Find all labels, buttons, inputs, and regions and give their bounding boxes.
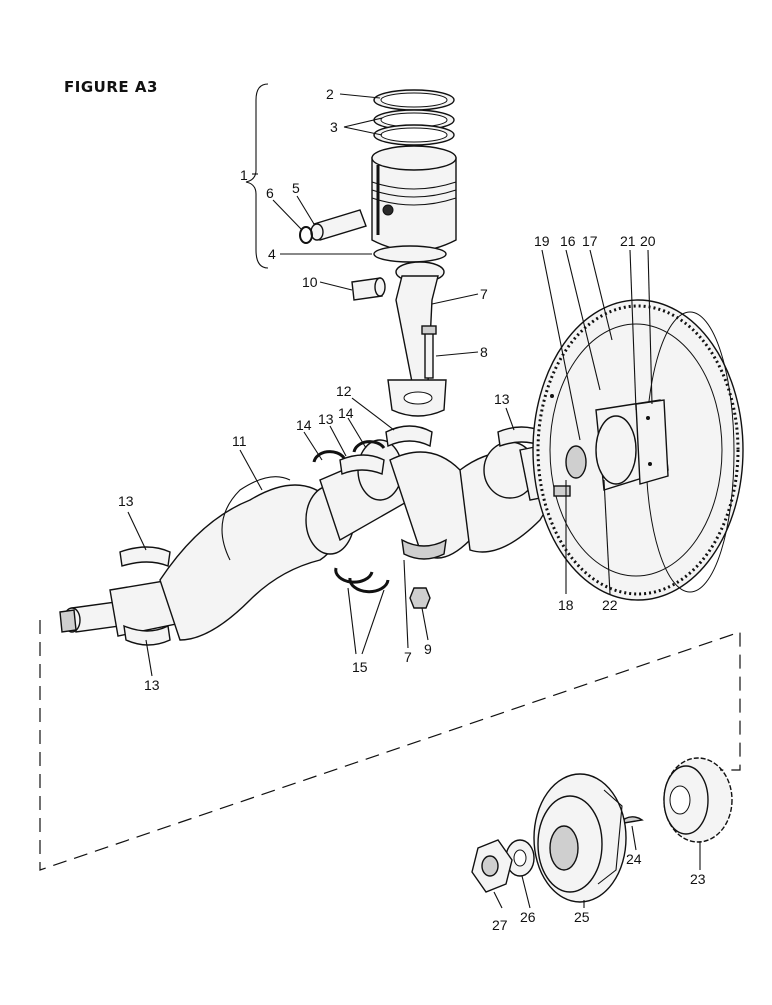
piston — [371, 145, 457, 252]
piston-ring-mid — [373, 109, 455, 131]
crank-nut — [471, 839, 513, 893]
connecting-rod — [387, 261, 447, 417]
big-end-bearing-lower — [401, 538, 447, 560]
callout-25: 25 — [574, 909, 590, 925]
callout-16: 16 — [560, 233, 576, 249]
thrust-washer-a — [312, 450, 346, 463]
callout-3: 3 — [330, 119, 338, 135]
washer — [505, 839, 535, 877]
callout-9: 9 — [424, 641, 432, 657]
piston-ring-low — [373, 124, 455, 146]
piston-gasket-ring — [373, 245, 447, 263]
callout-7-lower: 7 — [404, 649, 412, 665]
conrod-nut — [409, 587, 431, 609]
callout-21: 21 — [620, 233, 636, 249]
pulley-hub — [533, 773, 627, 903]
callout-18: 18 — [558, 597, 574, 613]
callout-2: 2 — [326, 86, 334, 102]
callout-13-centre: 13 — [318, 411, 334, 427]
callout-13-front-upper: 13 — [118, 493, 134, 509]
flywheel-bolt — [553, 485, 571, 497]
callout-26: 26 — [520, 909, 536, 925]
callout-11: 11 — [232, 433, 247, 449]
crank-timing-gear — [663, 757, 733, 843]
assembly-centre-line — [39, 620, 741, 871]
callout-7-upper: 7 — [480, 286, 488, 302]
big-end-bearing-upper — [385, 425, 433, 448]
locking-plate — [635, 399, 669, 485]
thrust-washer-b — [352, 440, 386, 453]
main-bearing-shell-front-lower — [123, 624, 171, 646]
piston-assembly-bracket — [245, 83, 269, 269]
circlip — [299, 226, 313, 244]
piston-ring-top — [373, 89, 455, 111]
callout-14-a: 14 — [296, 417, 312, 433]
main-bearing-shell-centre — [339, 454, 385, 475]
callout-12: 12 — [336, 383, 352, 399]
callout-4: 4 — [268, 246, 276, 262]
gudgeon-pin — [310, 209, 367, 241]
callout-17: 17 — [582, 233, 598, 249]
small-end-bush — [351, 277, 386, 301]
callout-labels: 1 2 3 4 5 6 7 7 8 9 10 11 12 13 13 13 13… — [118, 86, 706, 933]
callout-19: 19 — [534, 233, 550, 249]
callout-22: 22 — [602, 597, 618, 613]
crankshaft — [59, 439, 586, 641]
callout-6: 6 — [266, 185, 274, 201]
thrust-washer-lower — [334, 567, 390, 594]
callout-14-b: 14 — [338, 405, 354, 421]
conrod-bolt — [421, 325, 437, 379]
callout-13-rear: 13 — [494, 391, 510, 407]
callout-8: 8 — [480, 344, 488, 360]
callout-27: 27 — [492, 917, 508, 933]
callout-1: 1 — [240, 167, 248, 183]
callout-5: 5 — [292, 180, 300, 196]
callout-20: 20 — [640, 233, 656, 249]
callout-15: 15 — [352, 659, 368, 675]
leader-lines — [127, 93, 701, 909]
main-bearing-shell-front-upper — [119, 546, 171, 567]
callout-24: 24 — [626, 851, 642, 867]
callout-23: 23 — [690, 871, 706, 887]
callout-13-front-lower: 13 — [144, 677, 160, 693]
figure-title: FIGURE A3 — [64, 78, 158, 96]
callout-10: 10 — [302, 274, 318, 290]
spigot-bearing — [565, 445, 587, 479]
